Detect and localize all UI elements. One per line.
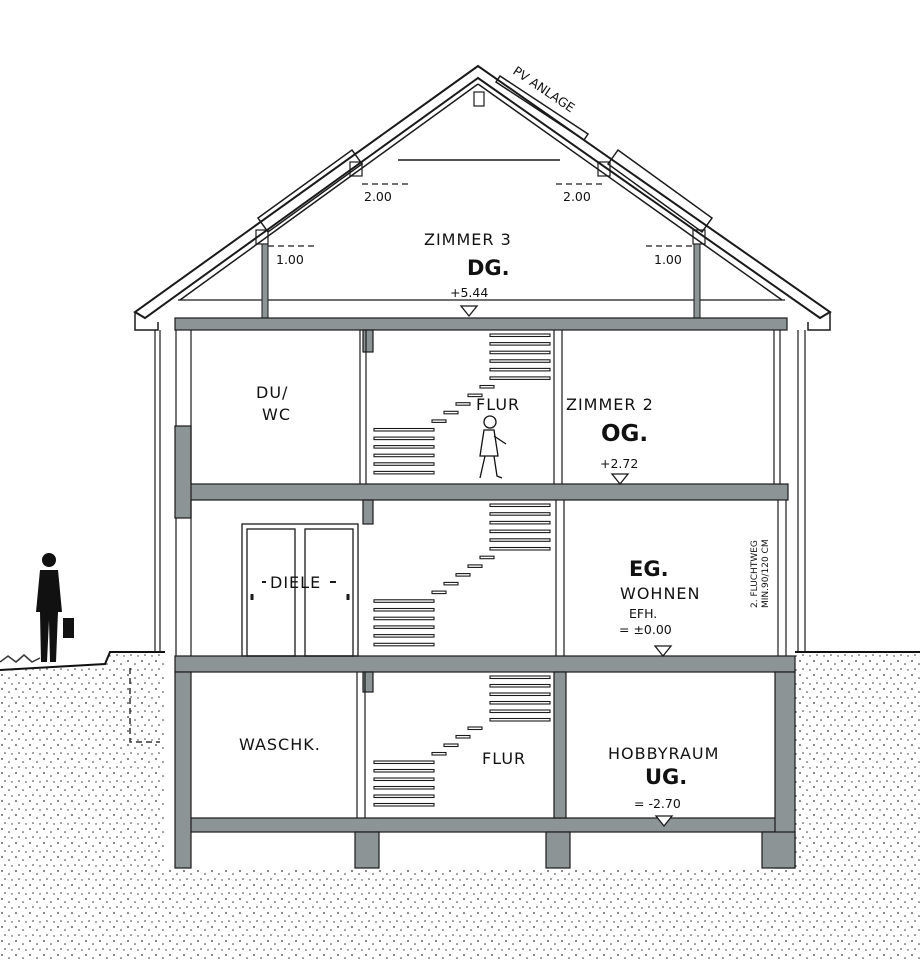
stair-tread [489, 376, 551, 380]
stair-tread [489, 700, 551, 705]
stair-tread [373, 634, 435, 638]
roof-level-right: 2.00 [563, 189, 591, 204]
stair-tread [373, 445, 435, 449]
room-du: DU/ [256, 383, 288, 402]
stair-tread [489, 675, 551, 680]
level-eg: EG. [629, 557, 669, 581]
stair-tread [373, 642, 435, 647]
stair-tread [373, 760, 435, 765]
height-ug: = -2.70 [634, 796, 681, 811]
stair-tread [431, 419, 447, 423]
stair-tread [373, 470, 435, 475]
stair-tread [373, 768, 435, 773]
room-diele: DIELE [270, 573, 321, 592]
roof-level-left: 2.00 [364, 189, 392, 204]
stair-tread [373, 616, 435, 621]
level-og: OG. [601, 421, 648, 447]
stair-tread [373, 607, 435, 612]
level-ug: UG. [645, 765, 687, 789]
room-zimmer-3: ZIMMER 3 [424, 230, 512, 249]
stair-tread [373, 453, 435, 458]
exterior-walls [154, 330, 806, 818]
stair-tread [489, 342, 551, 346]
height-dg: +5.44 [450, 285, 488, 300]
structure [174, 317, 796, 869]
knee-level-right: 1.00 [654, 252, 682, 267]
stair-tread [489, 692, 551, 697]
stair-tread [431, 590, 447, 595]
stair-tread [489, 529, 551, 534]
stair-tread [373, 427, 435, 432]
child-silhouette [479, 415, 507, 479]
stair-tread [373, 625, 435, 629]
stair-tread [455, 734, 471, 739]
stair-tread [373, 436, 435, 441]
stair-tread [489, 333, 551, 338]
height-eg: = ±0.00 [619, 622, 672, 637]
stairs [373, 333, 551, 807]
room-hobbyraum: HOBBYRAUM [608, 744, 719, 763]
stair-tread [373, 794, 435, 799]
stair-tread [455, 573, 471, 577]
room-wohnen: WOHNEN [620, 584, 701, 603]
efh-label: EFH. [629, 606, 657, 621]
room-waschk: WASCHK. [239, 735, 321, 754]
stair-tread [373, 777, 435, 782]
stair-tread [489, 350, 551, 355]
knee-level-left: 1.00 [276, 252, 304, 267]
stair-tread [489, 709, 551, 714]
double-door [241, 523, 359, 657]
fluchtweg-line-1: 2. FLUCHTWEG [750, 540, 760, 608]
stair-tread [489, 717, 551, 722]
stair-tread [467, 393, 483, 398]
room-flur-ug: FLUR [482, 749, 526, 768]
stair-tread [489, 546, 551, 551]
stair-tread [373, 802, 435, 807]
stair-tread [443, 410, 459, 415]
roof-height-lines [268, 183, 692, 247]
stair-tread [373, 462, 435, 466]
stair-tread [373, 785, 435, 790]
stair-tread [489, 520, 551, 525]
room-wc: WC [262, 405, 291, 424]
roof [133, 64, 832, 331]
stair-tread [373, 599, 435, 603]
stair-tread [489, 359, 551, 363]
level-dg: DG. [467, 256, 510, 280]
stair-tread [455, 402, 471, 406]
stair-tread [479, 384, 495, 389]
stair-tread [467, 726, 483, 731]
level-markers [459, 305, 674, 828]
stair-tread [489, 683, 551, 688]
room-flur-og: FLUR [476, 395, 520, 414]
room-zimmer-2: ZIMMER 2 [566, 395, 654, 414]
stair-tread [479, 555, 495, 560]
fluchtweg-line-2: MIN.90/120 CM [761, 539, 771, 608]
stair-tread [443, 743, 459, 748]
stair-tread [431, 751, 447, 756]
stair-tread [489, 367, 551, 372]
stair-tread [489, 538, 551, 542]
soil [0, 651, 920, 962]
stair-tread [443, 581, 459, 586]
height-og: +2.72 [600, 456, 638, 471]
stair-tread [489, 512, 551, 516]
stair-tread [467, 564, 483, 568]
stair-tread [489, 503, 551, 508]
person-silhouette [36, 553, 74, 662]
